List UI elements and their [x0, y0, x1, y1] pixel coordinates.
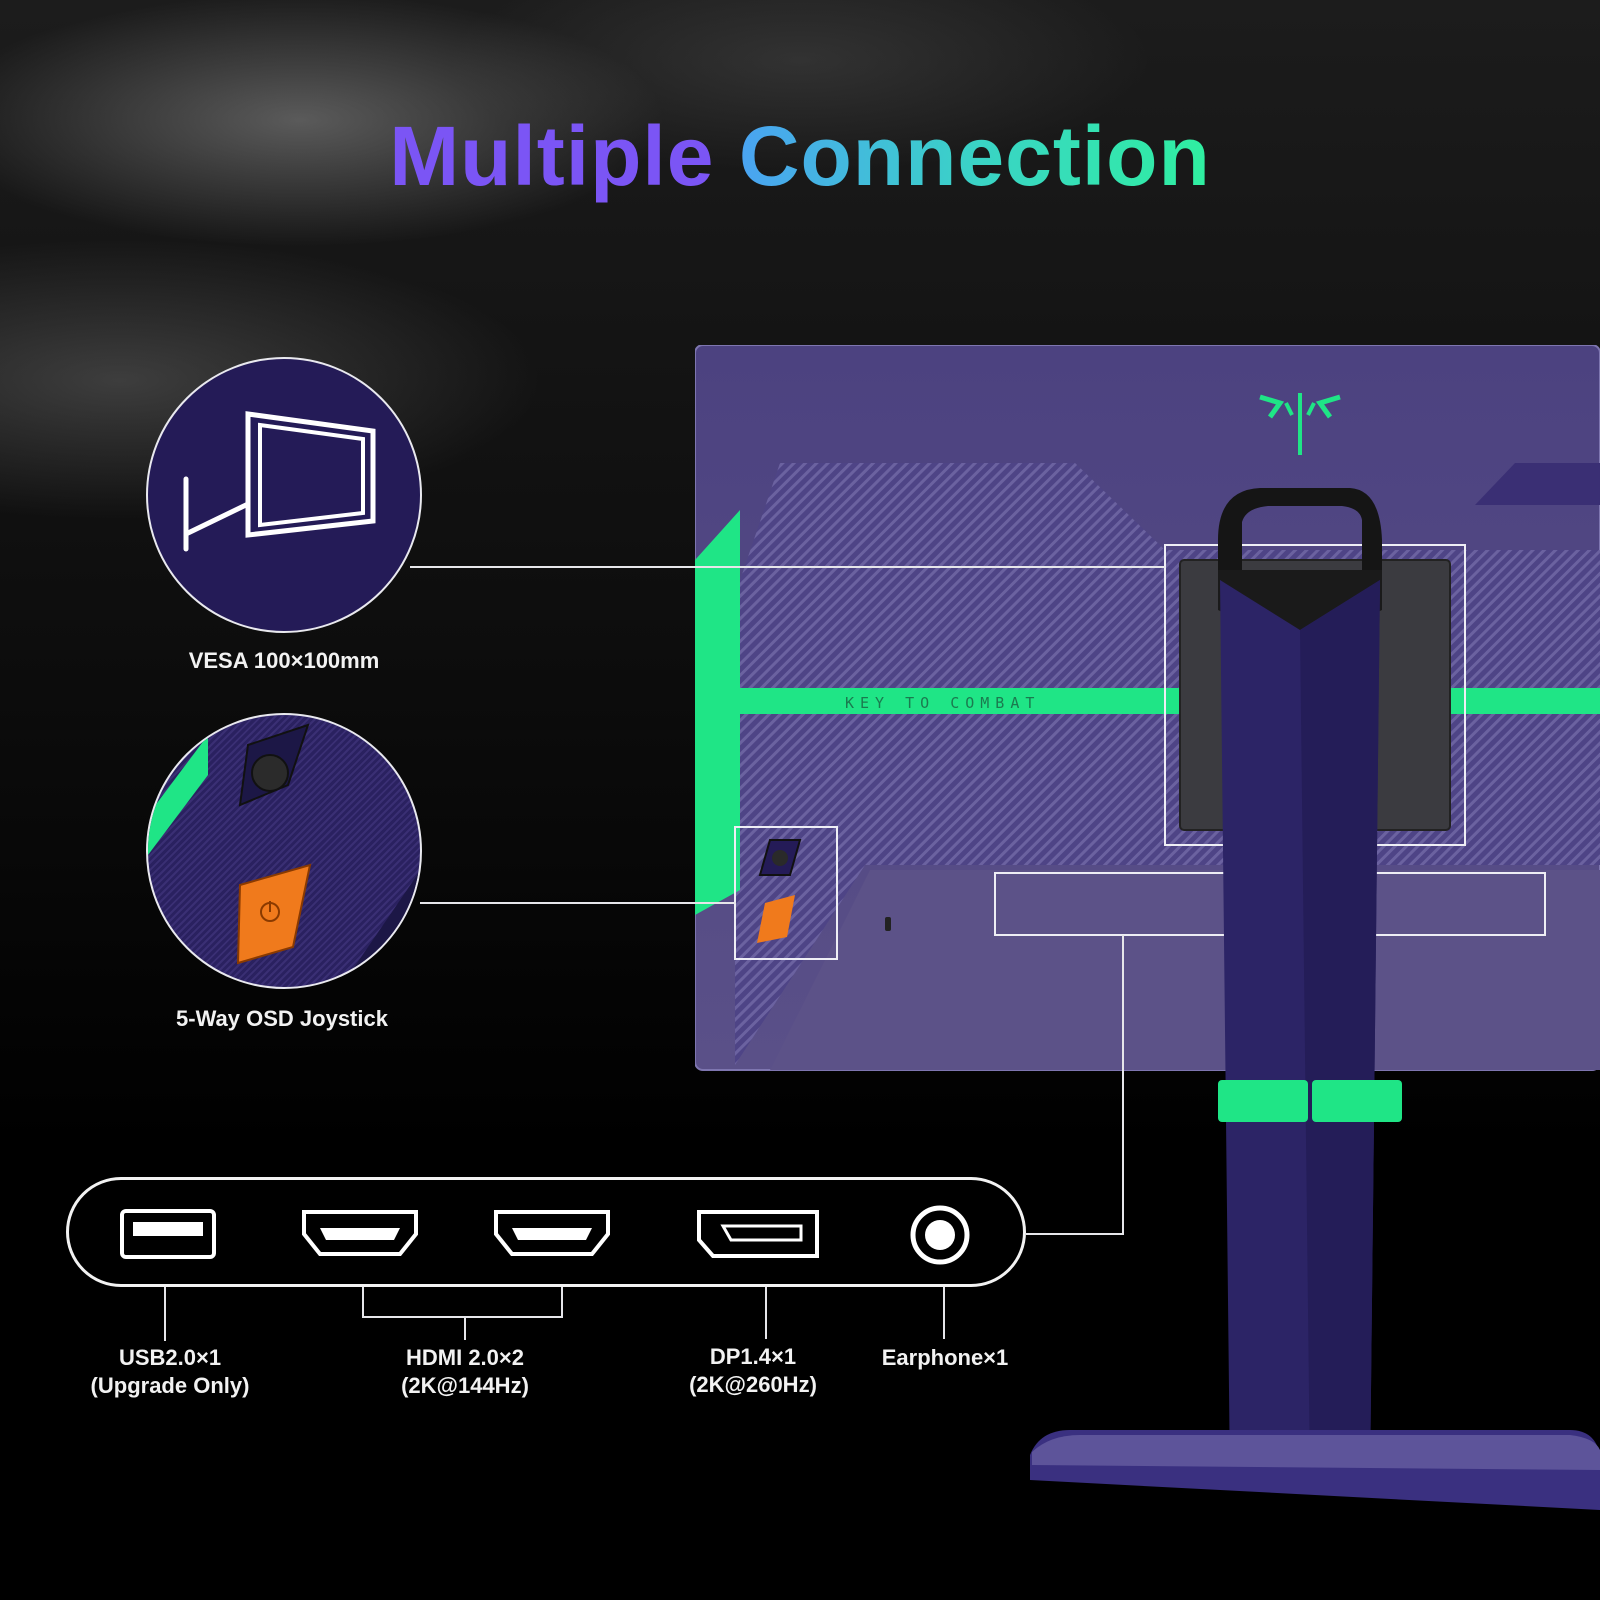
joystick-area	[757, 839, 802, 943]
monitor-right-top-cap	[1475, 463, 1600, 505]
joystick-highlight-box	[734, 826, 838, 960]
port-panel	[66, 1177, 1026, 1287]
stand-green-clip-right	[1312, 1080, 1402, 1122]
hdmi-bracket-right	[561, 1287, 563, 1317]
title-word-connection: Connection	[738, 109, 1211, 203]
stand-handle	[1218, 488, 1382, 570]
hdmi-bracket-bottom	[362, 1316, 563, 1318]
earphone-leader	[943, 1287, 945, 1339]
usb-port-icon	[120, 1209, 216, 1259]
displayport-icon	[697, 1210, 819, 1258]
green-side-accent	[695, 510, 740, 915]
earphone-label: Earphone×1	[845, 1344, 1045, 1372]
page-title: Multiple Connection	[0, 108, 1600, 205]
usb-label-line1: USB2.0×1	[118, 1345, 222, 1370]
monitor-stand	[1030, 488, 1600, 1510]
usb-leader	[164, 1287, 166, 1341]
stand-green-clip-left	[1218, 1080, 1308, 1122]
wall-mount-icon	[183, 411, 376, 552]
dp-label: DP1.4×1 (2K@260Hz)	[653, 1343, 853, 1399]
joystick-closeup	[148, 723, 420, 987]
earphone-jack-icon	[910, 1205, 970, 1265]
joystick-knob-icon	[251, 754, 289, 792]
hdmi-port-icon-2	[494, 1210, 610, 1256]
hdmi-label-line1: HDMI 2.0×2	[406, 1345, 524, 1370]
hdmi-label: HDMI 2.0×2 (2K@144Hz)	[365, 1344, 565, 1400]
stand-column-shade	[1300, 580, 1380, 1480]
hdmi-label-line2: (2K@144Hz)	[401, 1373, 529, 1398]
monitor-stripe-text: KEY TO COMBAT	[845, 694, 1040, 712]
dp-leader	[765, 1287, 767, 1339]
ports-callout-vertical	[1122, 935, 1124, 1235]
joystick-callout-line	[420, 902, 736, 904]
hdmi-bracket-left	[362, 1287, 364, 1317]
vesa-callout-line	[410, 566, 1165, 568]
vesa-label: VESA 100×100mm	[188, 648, 380, 673]
stand-base-top	[1032, 1435, 1600, 1470]
monitor-lower-panel	[770, 870, 1600, 1070]
lock-slot	[885, 917, 891, 931]
title-word-multiple: Multiple	[389, 109, 715, 203]
usb-label: USB2.0×1 (Upgrade Only)	[70, 1344, 270, 1400]
hdmi-leader	[464, 1316, 466, 1340]
dp-label-line2: (2K@260Hz)	[689, 1372, 817, 1397]
dp-label-line1: DP1.4×1	[709, 1344, 797, 1369]
joystick-label: 5-Way OSD Joystick	[176, 1006, 388, 1031]
vesa-feature-circle	[146, 357, 422, 633]
monitor-logo	[1259, 393, 1341, 455]
green-center-stripe	[740, 688, 1600, 714]
joystick-feature-circle	[146, 713, 422, 989]
ports-callout-horizontal	[1026, 1233, 1124, 1235]
hdmi-port-icon-1	[302, 1210, 418, 1256]
usb-label-line2: (Upgrade Only)	[90, 1373, 250, 1398]
earphone-label-line1: Earphone×1	[881, 1345, 1009, 1370]
